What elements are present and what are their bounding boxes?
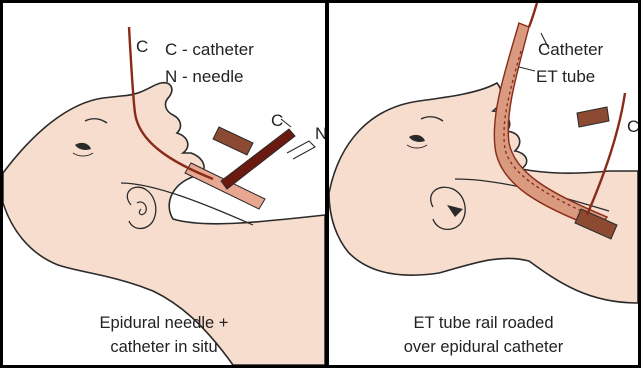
left-panel: C C - catheter N - needle C N Epidural n… [3, 3, 325, 365]
label-c-small: C [271, 111, 283, 131]
right-panel: Catheter ET tube C ET tube rail roaded o… [329, 3, 638, 365]
left-caption-line2: catheter in situ [3, 335, 325, 359]
left-caption: Epidural needle + catheter in situ [3, 311, 325, 359]
right-caption-line2: over epidural catheter [329, 335, 638, 359]
catheter-top [529, 3, 537, 27]
needle-hub [213, 127, 253, 155]
et-tube-pointer [519, 67, 535, 71]
n-bracket [287, 141, 315, 159]
right-caption: ET tube rail roaded over epidural cathet… [329, 311, 638, 359]
label-c-top: C [136, 37, 148, 57]
legend-catheter: C - catheter [165, 40, 254, 60]
label-et-tube: ET tube [536, 67, 595, 87]
neck-pad [577, 107, 609, 127]
label-c-edge: C [627, 117, 638, 137]
legend-needle: N - needle [165, 67, 243, 87]
label-catheter: Catheter [538, 40, 603, 60]
label-n-small: N [315, 124, 325, 144]
left-caption-line1: Epidural needle + [3, 311, 325, 335]
right-caption-line1: ET tube rail roaded [329, 311, 638, 335]
